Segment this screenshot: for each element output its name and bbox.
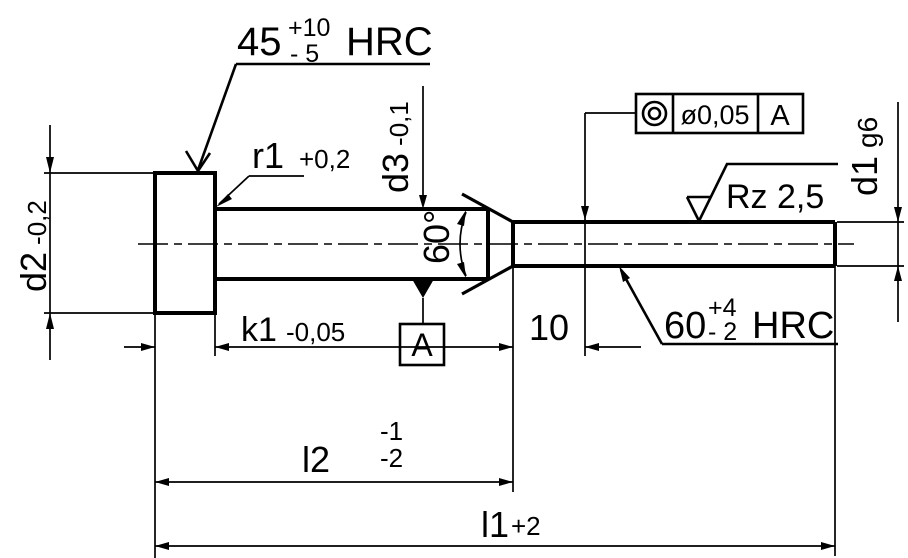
l2-upper-tol: -1 [380, 416, 403, 446]
dim-d1: d1g6 [837, 102, 904, 322]
arrowhead [619, 266, 630, 282]
pin-shoulder [215, 207, 490, 281]
fillet-tol: +0,2 [299, 144, 350, 174]
k1-tol: -0,05 [286, 317, 345, 347]
hardness-scale: HRC [752, 305, 834, 347]
head-hardness-callout: 45 +10 - 5 HRC [184, 14, 433, 174]
arrowhead [155, 478, 169, 486]
arrowhead [457, 210, 466, 226]
d1-label: d1g6 [844, 117, 885, 196]
fillet-radius-callout: r1 +0,2 [216, 135, 350, 207]
d2-label: d2-0,2 [13, 200, 54, 292]
l2-label: l2 [302, 439, 330, 480]
shaft-hardness-callout: 60 +4 - 2 HRC [619, 266, 838, 347]
arrowhead [894, 266, 902, 281]
arrowhead [499, 343, 513, 351]
roughness-value: Rz 2,5 [726, 178, 824, 216]
concentricity-datum: A [770, 100, 790, 132]
arrowhead [419, 195, 427, 209]
dim10-value: 10 [529, 307, 569, 348]
l1-label: l1 [481, 504, 509, 545]
arrowhead [894, 207, 902, 222]
hardness-upper-tol: +10 [288, 14, 330, 42]
arrowhead [215, 343, 229, 351]
surface-finish-icon [685, 162, 838, 222]
arrowhead [216, 194, 232, 207]
tolerance-frame [634, 92, 805, 135]
fillet-label: r1 [252, 135, 284, 176]
cone-angle-dim: 60° [416, 210, 467, 278]
pin-head [153, 171, 217, 315]
pin-shaft [511, 220, 837, 268]
datum-triangle-icon [412, 279, 434, 298]
dim-k1: k1 -0,05 [124, 311, 513, 356]
hardness-value: 45 [237, 20, 282, 64]
l2-lower-tol: -2 [380, 443, 403, 473]
dim-l1: l1 +2 [155, 266, 836, 556]
arrowhead [581, 206, 589, 220]
k1-label: k1 [241, 311, 277, 349]
part-outline [153, 171, 837, 315]
concentricity-icon [641, 100, 668, 127]
leader-line [196, 63, 238, 171]
concentricity-tolerance: ø0,05 [680, 100, 749, 130]
dim-l2: l2 -1 -2 [154, 313, 513, 558]
datum-a-symbol: A [398, 279, 446, 367]
arrowhead [46, 157, 54, 173]
surface-roughness-callout: Rz 2,5 [685, 162, 838, 222]
hardness-upper-tol: +4 [708, 294, 737, 322]
arrowhead [457, 262, 466, 278]
dim-10: 10 [499, 266, 641, 492]
datum-box [398, 322, 446, 367]
arrowhead [821, 542, 835, 550]
leader-line [619, 269, 664, 345]
d3-label: d3-0,1 [375, 101, 416, 193]
hardness-scale: HRC [346, 20, 433, 64]
hardness-value: 60 [664, 305, 706, 347]
arrowhead [155, 542, 169, 550]
dim-d3: d3-0,1 [375, 86, 427, 209]
concentricity-frame: ø0,05 A [581, 92, 805, 356]
concentricity-icon [647, 106, 662, 121]
dim-d2: d2-0,2 [13, 125, 155, 360]
l1-tol: +2 [511, 511, 541, 541]
arrowhead [585, 343, 599, 351]
cone-angle-label: 60° [416, 210, 457, 264]
hardness-lower-tol: - 2 [708, 318, 737, 346]
arrowhead [46, 313, 54, 329]
arrowhead [499, 478, 513, 486]
arrowhead [141, 343, 155, 351]
datum-letter: A [411, 327, 433, 363]
